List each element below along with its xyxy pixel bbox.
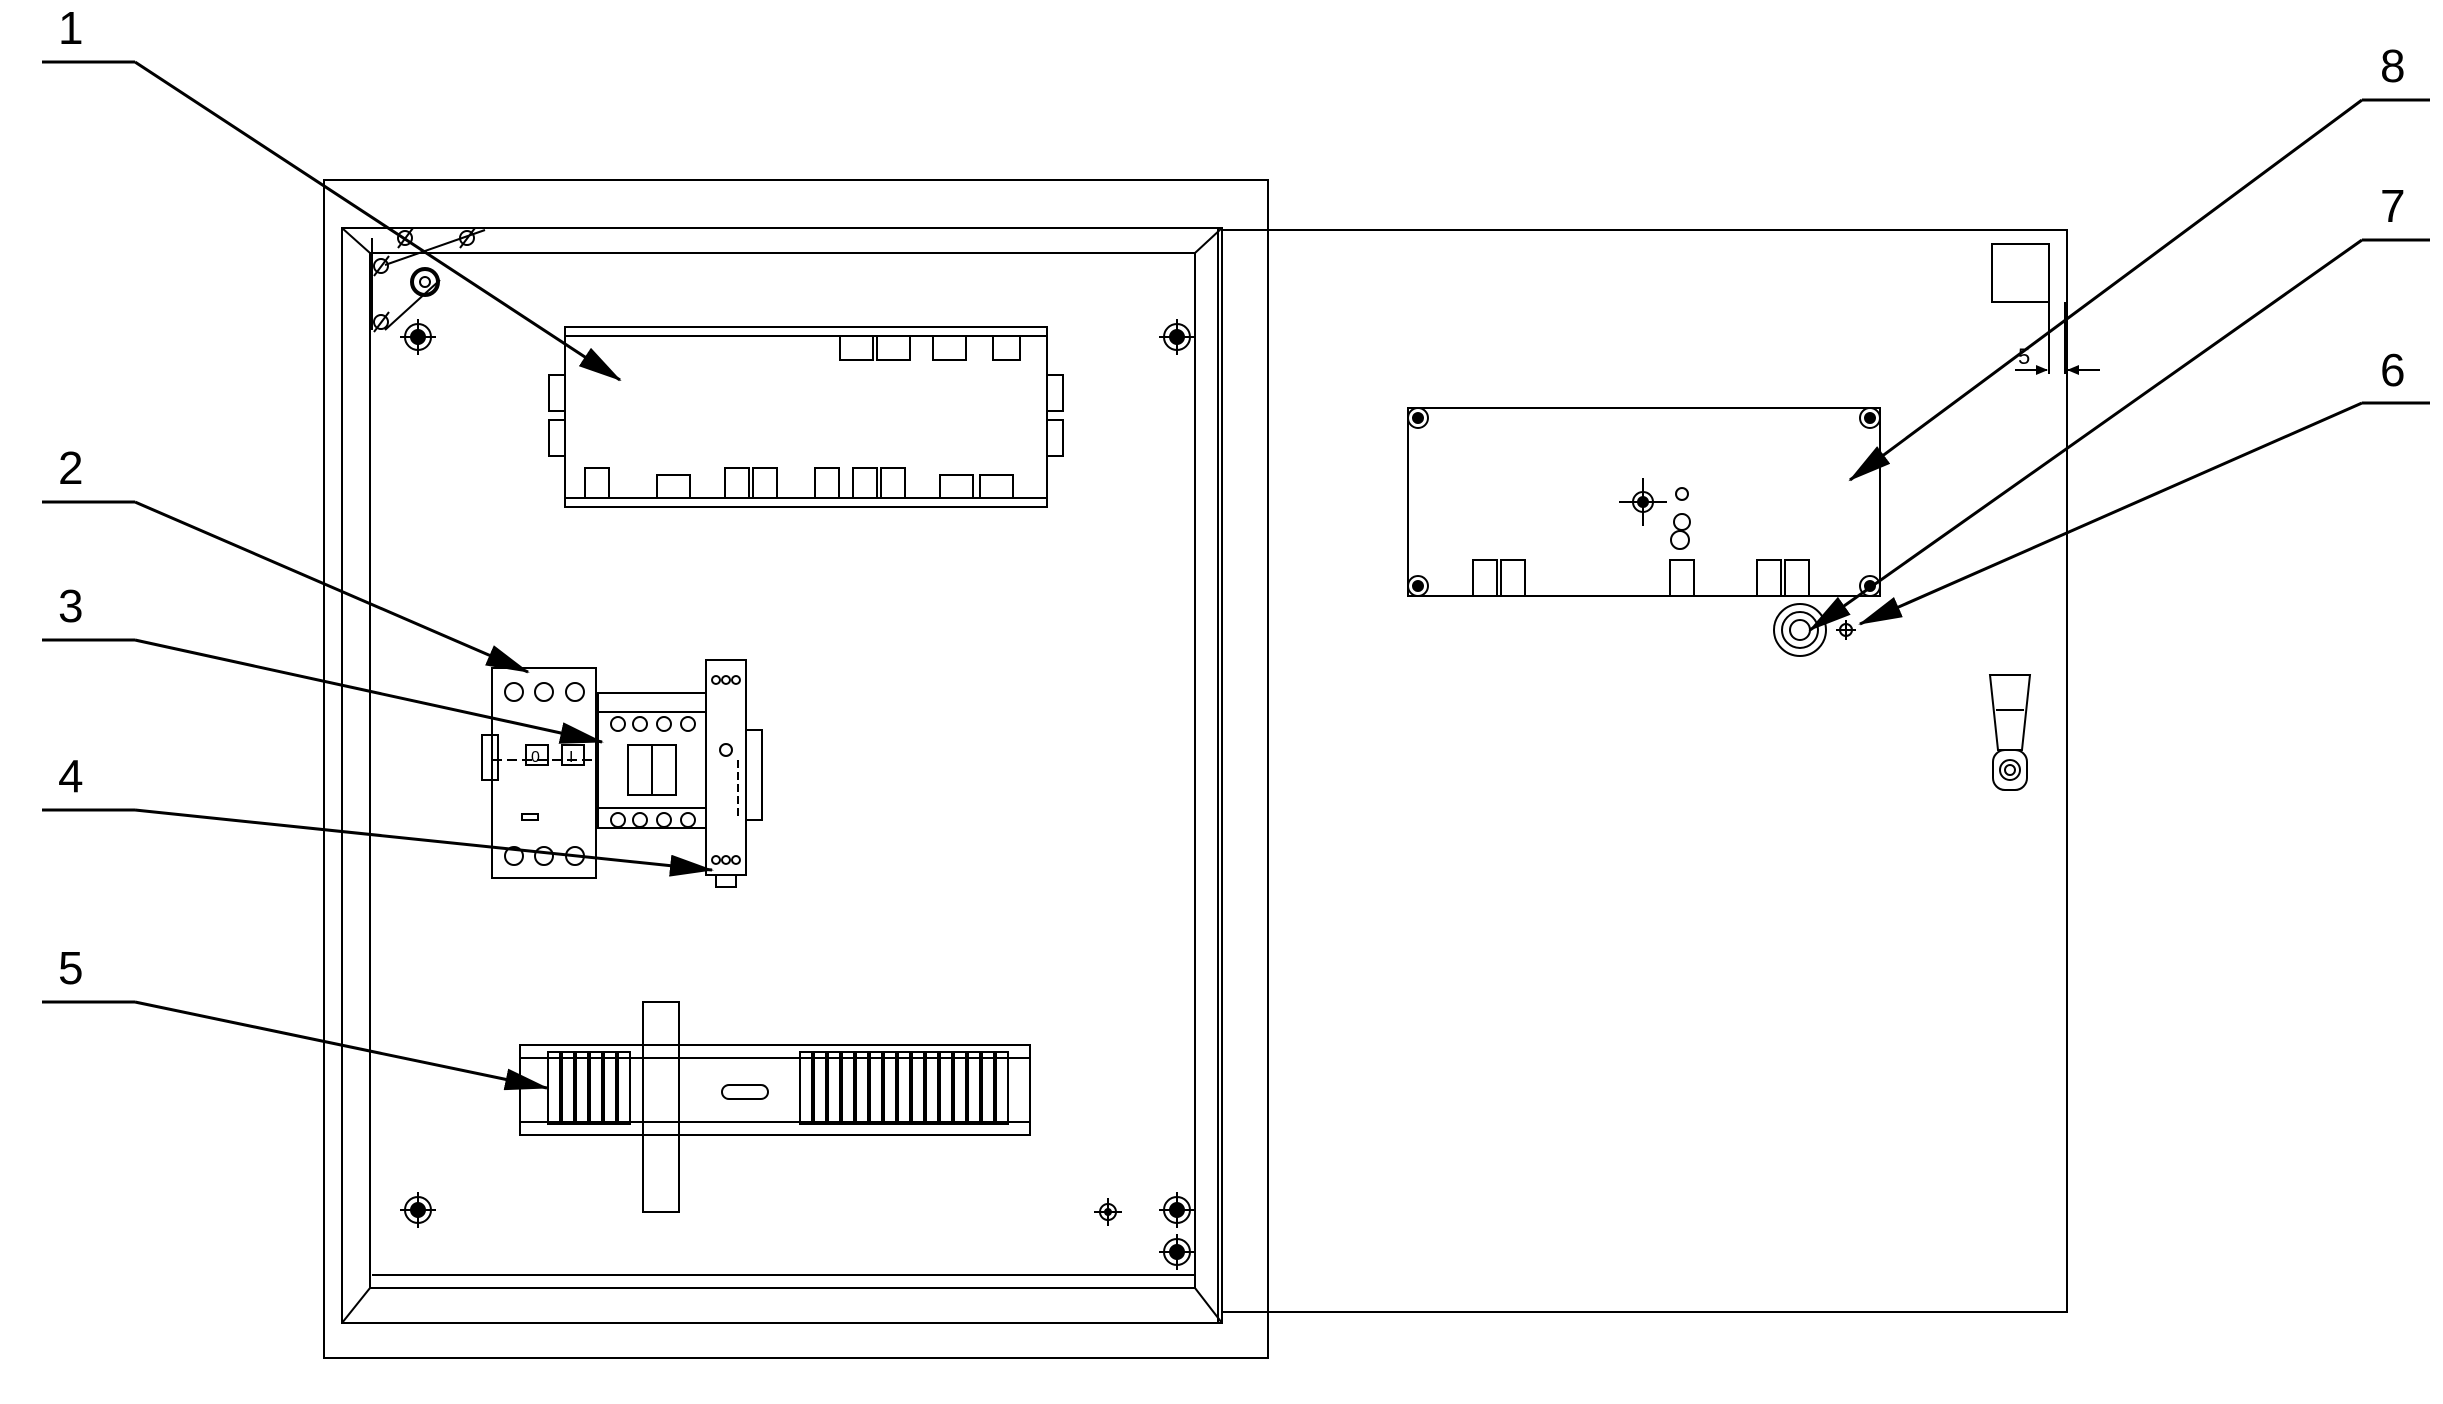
fixing-screw-symbol [373,227,476,333]
callout-5: 5 [58,942,84,994]
door-label-plate [1991,243,2050,303]
breaker-on-button [561,744,585,766]
callout-3: 3 [58,580,84,632]
door-control-board [1407,407,1881,597]
callout-6: 6 [2380,344,2406,396]
callout-4: 4 [58,750,84,802]
callout-2: 2 [58,442,84,494]
breaker-position-1: I [569,749,573,766]
mounting-nuts [400,319,1195,1270]
terminal-connectors-top [839,335,1021,361]
door-lock-handle [1988,674,2032,791]
terminal-connectors-bottom [584,467,1014,499]
grounding-stud-assembly [371,227,486,333]
controller-module [548,326,1064,508]
board-connectors [1472,559,1810,597]
motor-protection-breaker [481,667,597,879]
grounding-screw [1836,620,1856,640]
breaker-off-button [525,744,549,766]
contactor [597,692,707,829]
cabinet-door [1217,228,2100,1323]
end-stop-bracket [642,1001,680,1213]
terminal-blocks-left [547,1051,631,1125]
callout-1: 1 [58,2,84,54]
terminal-block-rail [519,1001,1031,1213]
callout-leaders [42,60,2430,1091]
cable-gland [1773,603,1827,657]
callout-8: 8 [2380,40,2406,92]
circuit-breaker-module [705,659,763,888]
breaker-position-0: 0 [531,749,540,766]
terminal-blocks-right [799,1051,1009,1125]
cabinet-body [323,179,1269,1359]
callout-7: 7 [2380,180,2406,232]
